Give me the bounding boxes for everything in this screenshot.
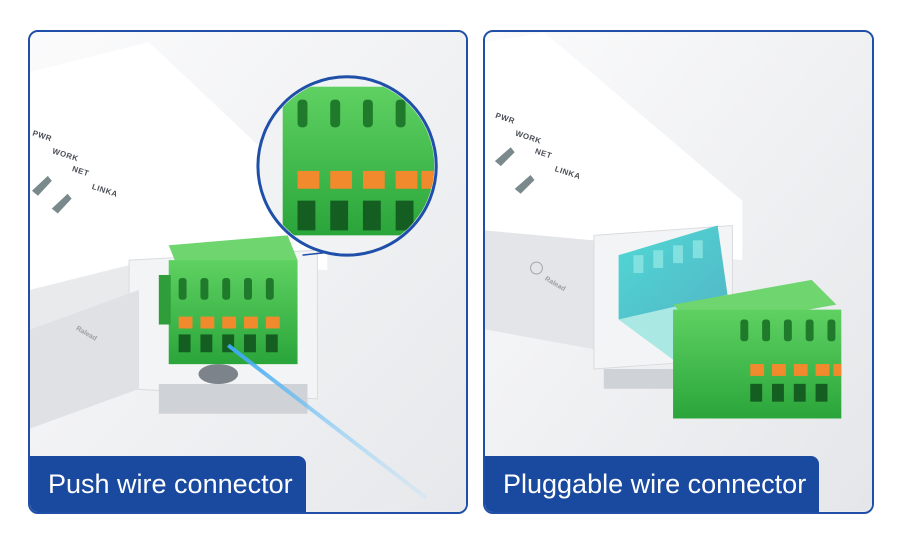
caption-pluggable-wire: Pluggable wire connector bbox=[485, 456, 819, 512]
led-indicator-icon bbox=[514, 175, 535, 194]
caption-push-wire: Push wire connector bbox=[30, 456, 306, 512]
logo-icon bbox=[530, 261, 543, 275]
push-wire-connector bbox=[158, 235, 298, 365]
led-indicator-icon bbox=[494, 147, 515, 167]
zoom-callout bbox=[256, 75, 438, 257]
push-wire-panel: PWR WORK NET LINKA Ralead bbox=[28, 30, 468, 514]
led-indicator-icon bbox=[51, 193, 72, 214]
led-indicator-icon bbox=[31, 175, 52, 196]
wire bbox=[226, 343, 428, 500]
pluggable-wire-connector bbox=[673, 279, 842, 419]
push-wire-illustration: PWR WORK NET LINKA Ralead bbox=[30, 32, 466, 512]
pluggable-wire-illustration: PWR WORK NET LINKA Ralead bbox=[485, 32, 872, 512]
pluggable-wire-panel: PWR WORK NET LINKA Ralead bbox=[483, 30, 874, 514]
